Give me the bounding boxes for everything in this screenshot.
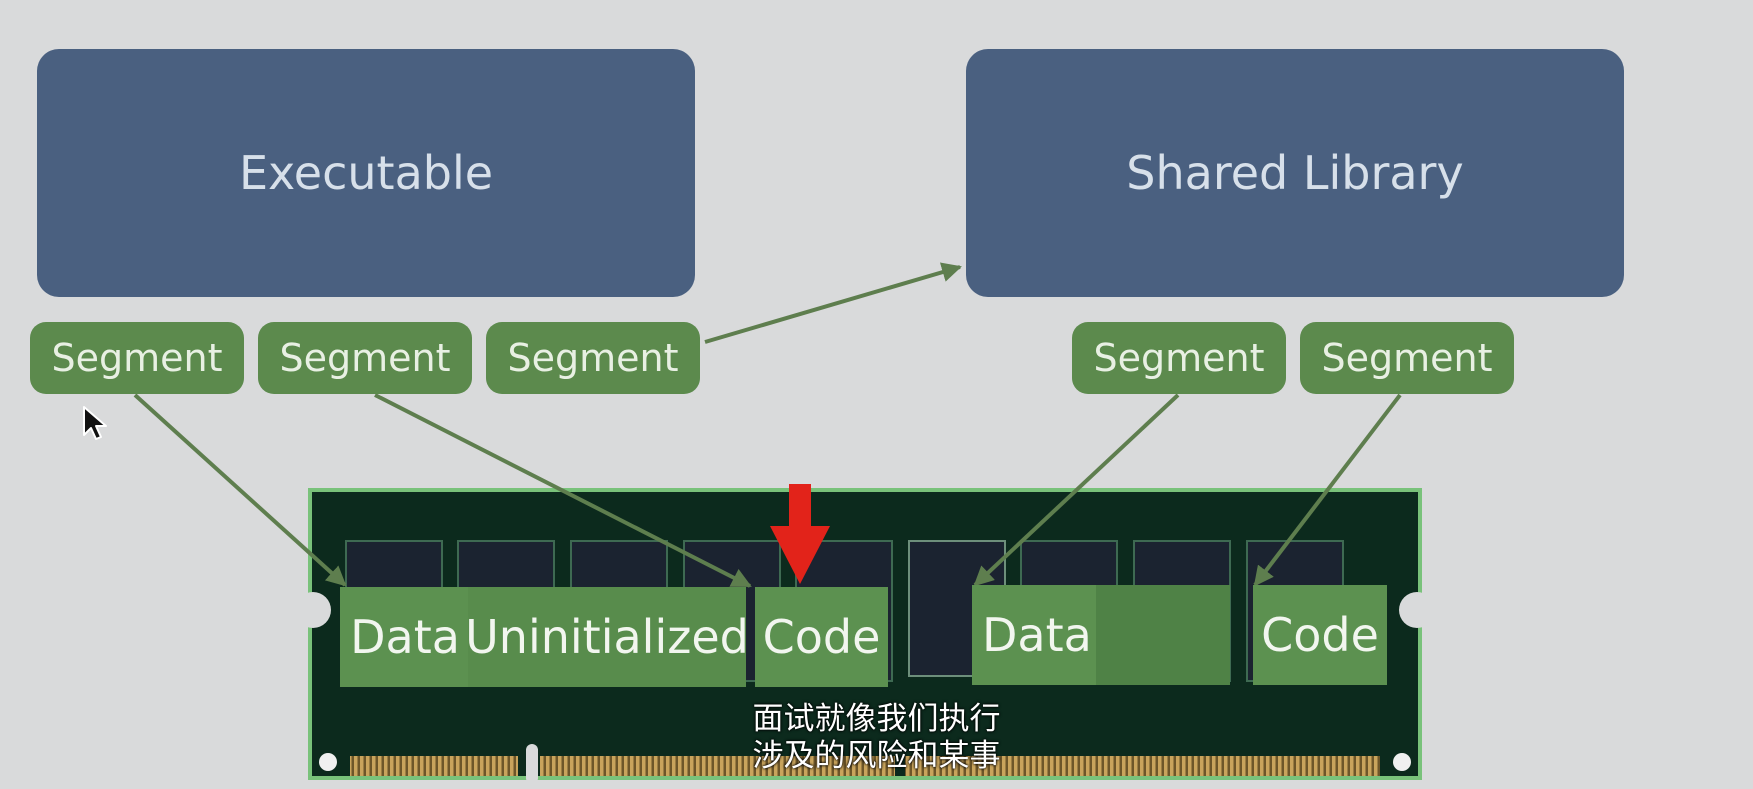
board-notch-left <box>295 592 331 628</box>
memory-block-label: Data <box>350 610 460 664</box>
mount-hole <box>319 753 337 771</box>
arrow-segment-to-data <box>133 393 347 587</box>
memory-block-library-data: Data <box>972 585 1230 685</box>
arrow-segment-to-code <box>374 393 752 588</box>
memory-block-uninitialized: Uninitialized <box>465 587 749 687</box>
lib-segment-2: Segment <box>1300 322 1514 394</box>
shared-library-box: Shared Library <box>966 49 1624 297</box>
mount-hole <box>1393 753 1411 771</box>
memory-block-label: Code <box>1261 608 1379 662</box>
executable-box: Executable <box>37 49 695 297</box>
shared-library-label: Shared Library <box>1126 146 1464 200</box>
exe-segment-1: Segment <box>30 322 244 394</box>
memory-block-data: Data <box>340 587 470 687</box>
subtitle-line-1: 面试就像我们执行 <box>752 701 1001 737</box>
segment-label: Segment <box>1321 336 1493 380</box>
pin-row <box>350 756 518 776</box>
board-key-notch <box>526 744 538 784</box>
memory-block-label: Data <box>982 608 1092 662</box>
segment-label: Segment <box>507 336 679 380</box>
subtitle-line-2: 涉及的风险和某事 <box>752 738 1001 774</box>
memory-block-code: Code <box>755 587 888 687</box>
arrow-lib-segment-to-data <box>973 393 1180 587</box>
pin-row <box>905 756 1380 776</box>
exe-segment-3: Segment <box>486 322 700 394</box>
mouse-cursor-icon <box>83 406 107 440</box>
memory-block-library-code: Code <box>1253 585 1387 685</box>
memory-block-label: Code <box>762 610 881 664</box>
board-notch-right <box>1399 592 1435 628</box>
lib-segment-1: Segment <box>1072 322 1286 394</box>
exe-segment-2: Segment <box>258 322 472 394</box>
memory-block-label: Uninitialized <box>465 610 749 664</box>
arrow-segment-to-library <box>704 262 962 344</box>
red-down-arrow-icon <box>770 484 830 584</box>
arrow-lib-segment-to-code <box>1253 393 1402 587</box>
executable-label: Executable <box>238 146 494 200</box>
segment-label: Segment <box>51 336 223 380</box>
segment-label: Segment <box>279 336 451 380</box>
pin-row <box>540 756 895 776</box>
segment-label: Segment <box>1093 336 1265 380</box>
